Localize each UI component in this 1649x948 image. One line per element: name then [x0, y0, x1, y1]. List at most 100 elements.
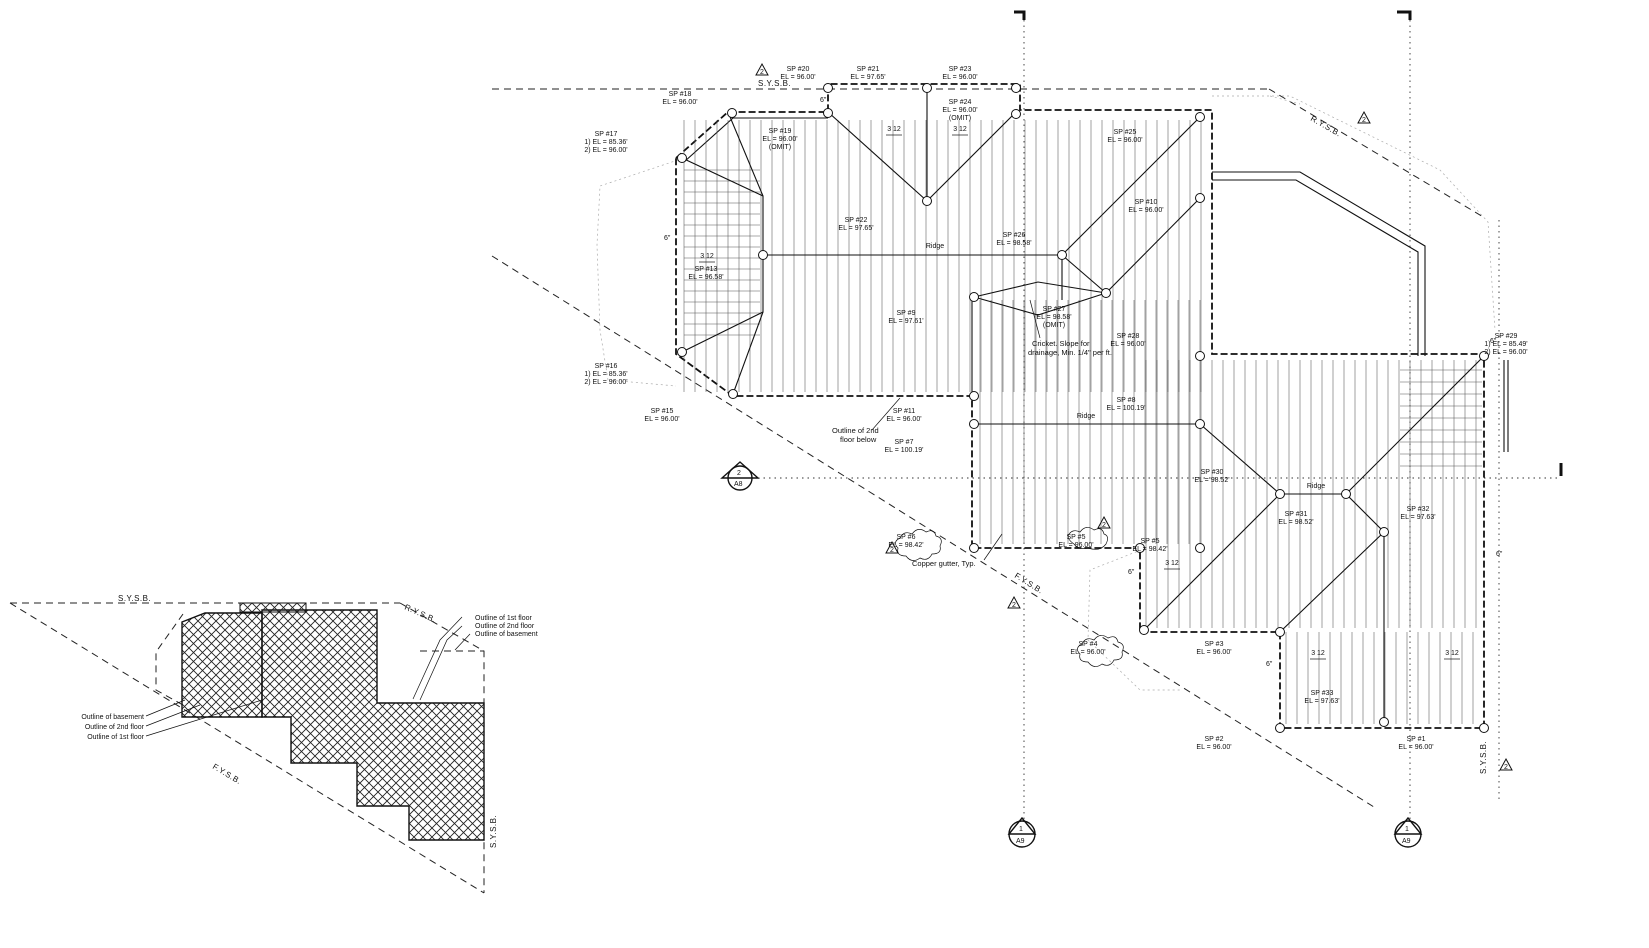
key-left-label-3: Outline of 1st floor [87, 734, 144, 741]
svg-text:SP #11: SP #11 [893, 408, 915, 415]
svg-text:EL = 96.00': EL = 96.00' [762, 136, 797, 143]
spot-node [1479, 351, 1489, 361]
key-right-label-1: Outline of 1st floor [475, 615, 532, 622]
svg-text:SP #33: SP #33 [1311, 690, 1334, 697]
spot-label: SP #7EL = 100.19' [884, 439, 923, 454]
spot-node [1195, 543, 1205, 553]
slope-label: 3 12 [700, 253, 714, 260]
svg-text:EL = 96.00': EL = 96.00' [1196, 649, 1231, 656]
rysb-property-line [1268, 88, 1486, 219]
spot-node [922, 196, 932, 206]
spot-label: SP #8EL = 100.19' [1106, 397, 1145, 412]
ridge-label: Ridge [1307, 483, 1325, 490]
svg-text:SP #24: SP #24 [949, 99, 972, 106]
svg-text:(OMIT): (OMIT) [949, 115, 971, 122]
svg-text:EL = 98.52': EL = 98.52' [1278, 519, 1313, 526]
spot-node [823, 108, 833, 118]
svg-text:6": 6" [820, 97, 827, 104]
spot-node [1195, 193, 1205, 203]
svg-text:EL = 97.65': EL = 97.65' [838, 225, 873, 232]
svg-text:SP #10: SP #10 [1135, 199, 1158, 206]
spot-node [823, 83, 833, 93]
spot-node [1195, 351, 1205, 361]
svg-text:EL = 98.42': EL = 98.42' [888, 542, 923, 549]
spot-label: SP #161) EL = 85.36'2) EL = 96.00' [584, 363, 627, 386]
key-left-label-2: Outline of 2nd floor [85, 724, 145, 731]
svg-text:1) EL = 85.36': 1) EL = 85.36' [584, 139, 627, 146]
spot-node [1011, 83, 1021, 93]
svg-text:EL = 98.58': EL = 98.58' [996, 240, 1031, 247]
svg-text:EL = 98.52': EL = 98.52' [1194, 477, 1229, 484]
svg-text:SP #31: SP #31 [1285, 511, 1308, 518]
note-outline-2nd-floor-2: floor below [840, 435, 877, 444]
svg-text:SP #22: SP #22 [845, 217, 868, 224]
svg-text:(OMIT): (OMIT) [769, 144, 791, 151]
svg-text:EL = 96.00': EL = 96.00' [1398, 744, 1433, 751]
spot-node [1379, 717, 1389, 727]
svg-text:1: 1 [1019, 826, 1023, 833]
svg-text:SP #20: SP #20 [787, 66, 810, 73]
svg-text:2: 2 [1012, 602, 1016, 609]
spot-node [1341, 489, 1351, 499]
spot-node [1195, 419, 1205, 429]
svg-text:EL = 100.19': EL = 100.19' [1106, 405, 1145, 412]
svg-text:SP #6: SP #6 [897, 534, 916, 541]
svg-text:EL = 96.00': EL = 96.00' [1070, 649, 1105, 656]
spot-node [1195, 112, 1205, 122]
svg-text:1: 1 [1405, 826, 1409, 833]
spot-label: SP #5EL = 96.00' [1058, 534, 1093, 549]
slope-label: 3 12 [1311, 650, 1325, 657]
svg-text:1) EL = 85.49': 1) EL = 85.49' [1484, 341, 1527, 348]
svg-text:EL = 97.65': EL = 97.65' [850, 74, 885, 81]
spot-node [922, 83, 932, 93]
svg-text:EL = 98.58': EL = 98.58' [1036, 314, 1071, 321]
svg-text:SP #16: SP #16 [595, 363, 618, 370]
revision-triangles: 2 2 2 2 2 2 [755, 62, 1513, 771]
spot-node [677, 153, 687, 163]
key-right-label-2: Outline of 2nd floor [475, 623, 535, 630]
rafter-lines [683, 120, 1482, 724]
spot-node [1139, 625, 1149, 635]
key-2nd-floor [261, 609, 485, 841]
svg-text:EL = 96.00': EL = 96.00' [1107, 137, 1142, 144]
ridge-label: Ridge [1077, 413, 1095, 420]
key-right-label-3: Outline of basement [475, 631, 538, 638]
spot-node [1275, 627, 1285, 637]
spot-label: SP #171) EL = 85.36'2) EL = 96.00' [584, 131, 627, 154]
spot-node [969, 543, 979, 553]
svg-text:2) EL = 96.00': 2) EL = 96.00' [1484, 349, 1527, 356]
spot-node [1135, 543, 1145, 553]
key-basement-outline [155, 613, 184, 706]
spot-label: SP #2EL = 96.00' [1196, 736, 1231, 751]
svg-text:SP #3: SP #3 [1205, 641, 1224, 648]
svg-text:SP #5: SP #5 [1141, 538, 1160, 545]
six-inch-marks: 6" 6" 6" 6" 6" 6" [664, 97, 1503, 668]
svg-text:EL = 96.00': EL = 96.00' [1058, 542, 1093, 549]
svg-text:SP #23: SP #23 [949, 66, 972, 73]
svg-text:2: 2 [760, 69, 764, 76]
svg-text:SP #26: SP #26 [1003, 232, 1026, 239]
section-marker-2-a8: 2 A8 [720, 461, 760, 491]
svg-text:EL = 97.63': EL = 97.63' [1304, 698, 1339, 705]
svg-text:SP #5: SP #5 [1067, 534, 1086, 541]
svg-text:SP #29: SP #29 [1495, 333, 1518, 340]
key-fysb-label: F.Y.S.B. [211, 762, 243, 786]
svg-text:2: 2 [1362, 117, 1366, 124]
svg-text:6": 6" [1266, 661, 1273, 668]
key-sysb-label: S.Y.S.B. [489, 815, 498, 848]
svg-text:SP #28: SP #28 [1117, 333, 1140, 340]
svg-text:2: 2 [1504, 764, 1508, 771]
spot-label: SP #1EL = 96.00' [1398, 736, 1433, 751]
svg-text:A9: A9 [1402, 838, 1411, 845]
